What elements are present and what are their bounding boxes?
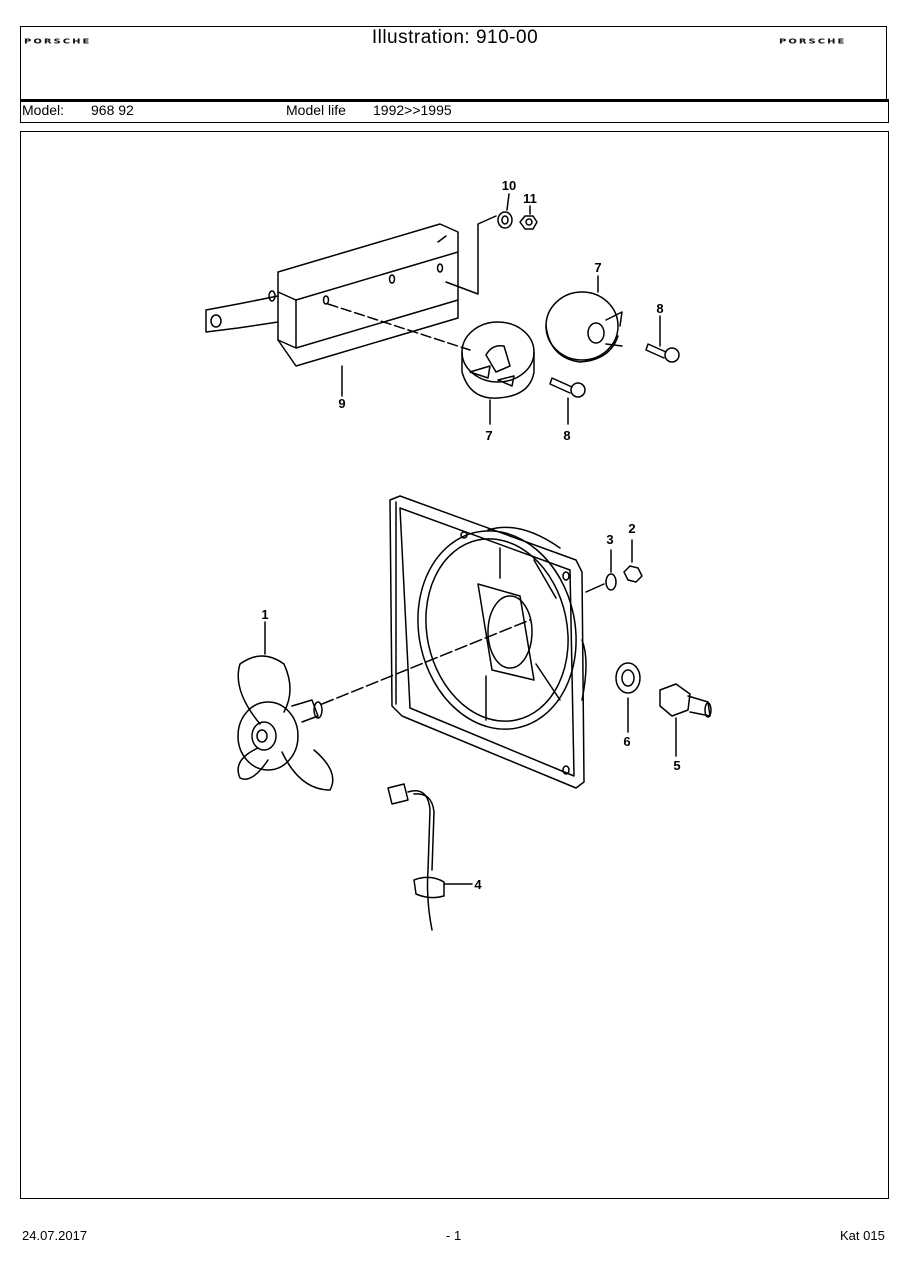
fan-blade-1 xyxy=(237,655,334,791)
model-row: Model: 968 92 Model life 1992>>1995 xyxy=(20,102,889,123)
callout-6: 6 xyxy=(623,734,630,749)
callout-11: 11 xyxy=(523,191,537,206)
screw-8-right xyxy=(645,343,680,363)
callout-10: 10 xyxy=(502,178,516,193)
callout-3: 3 xyxy=(606,532,613,547)
callout-5: 5 xyxy=(673,758,680,773)
seal-6 xyxy=(615,662,641,694)
callout-7-upper: 7 xyxy=(594,260,601,275)
model-value: 968 92 xyxy=(91,102,134,118)
callout-9: 9 xyxy=(338,396,345,411)
nut-2 xyxy=(623,565,643,583)
callout-4: 4 xyxy=(474,877,482,892)
washer-10 xyxy=(497,211,513,229)
page-title: Illustration: 910-00 xyxy=(371,27,539,48)
footer-page-number: - 1 xyxy=(446,1228,462,1243)
footer-catalog: Kat 015 xyxy=(840,1228,885,1243)
header-divider xyxy=(20,99,889,102)
header-box xyxy=(20,26,887,99)
callout-7-lower: 7 xyxy=(485,428,492,443)
callout-1: 1 xyxy=(261,607,268,622)
callout-labels: 10 11 7 8 9 7 8 3 2 1 6 5 4 xyxy=(261,178,680,892)
footer-date: 24.07.2017 xyxy=(22,1228,88,1243)
screw-8-lower xyxy=(549,377,586,398)
rubber-mount-upper xyxy=(545,291,623,363)
model-life-label: Model life xyxy=(286,102,346,118)
nut-11 xyxy=(519,215,538,230)
callout-8-right: 8 xyxy=(656,301,663,316)
fan-shroud xyxy=(389,495,587,789)
washer-3 xyxy=(605,573,617,591)
callout-2: 2 xyxy=(628,521,635,536)
temperature-switch-5 xyxy=(659,683,712,718)
cable-harness-4 xyxy=(387,783,473,931)
rubber-mount-lower xyxy=(461,321,535,399)
callout-8-lower: 8 xyxy=(563,428,570,443)
model-label: Model: xyxy=(22,102,65,118)
porsche-logo-right: PORSCHE xyxy=(779,38,847,46)
mounting-bracket xyxy=(205,223,459,367)
model-life-value: 1992>>1995 xyxy=(373,102,452,118)
illustration-frame xyxy=(20,131,889,1199)
porsche-logo-left: PORSCHE xyxy=(24,38,92,46)
